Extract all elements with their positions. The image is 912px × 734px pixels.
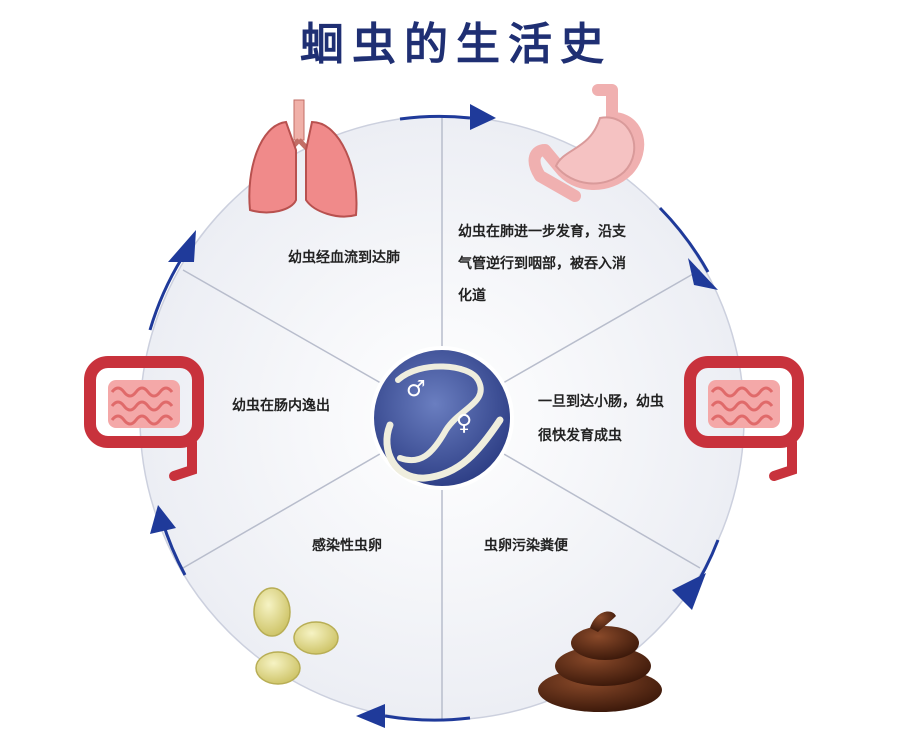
arrowheads [150, 104, 718, 728]
stage-line: 化道 [458, 287, 486, 304]
stage-line: 一旦到达小肠，幼虫 [538, 393, 664, 410]
arrowhead-left-upper [168, 230, 196, 262]
arrowhead-bottom [356, 704, 385, 728]
stage-feces-text: 虫卵污染粪便 [484, 537, 569, 554]
page-title: 蛔虫的生活史 [300, 19, 612, 70]
arrowhead-right-upper [688, 258, 718, 290]
stage-line: 气管逆行到咽部，被吞入消 [457, 255, 626, 272]
stomach-icon [528, 84, 645, 202]
male-worm [395, 363, 484, 464]
stage-lung-development-text: 幼虫在肺进一步发育，沿支 气管逆行到咽部，被吞入消 化道 [457, 223, 631, 304]
eggs-icon [253, 587, 339, 685]
stage-line: 感染性虫卵 [312, 537, 382, 554]
male-symbol: ♂ [406, 377, 426, 402]
stage-line: 很快发育成虫 [538, 427, 622, 444]
stage-line: 虫卵污染粪便 [484, 537, 569, 554]
center-worms: ♂ ♀ [370, 346, 514, 490]
stage-line: 幼虫经血流到达肺 [288, 249, 400, 266]
stage-hatch-text: 幼虫在肠内逸出 [232, 397, 330, 414]
lungs-icon [248, 99, 358, 218]
feces-icon [538, 611, 662, 712]
stage-lung-migration-text: 幼虫经血流到达肺 [288, 249, 400, 266]
female-symbol: ♀ [456, 411, 472, 436]
intestine-icon-left [84, 356, 204, 481]
intestine-icon-right [684, 356, 804, 481]
female-worm [383, 416, 504, 482]
stage-line: 幼虫在肺进一步发育，沿支 [458, 223, 627, 240]
stage-small-intestine-text: 一旦到达小肠，幼虫 很快发育成虫 [538, 393, 669, 444]
arrowhead-right-lower [672, 573, 706, 610]
stage-line: 幼虫在肠内逸出 [232, 397, 330, 414]
stage-infective-eggs-text: 感染性虫卵 [312, 537, 382, 554]
arrowhead-left-lower [150, 505, 176, 534]
arrowhead-top [470, 104, 496, 130]
